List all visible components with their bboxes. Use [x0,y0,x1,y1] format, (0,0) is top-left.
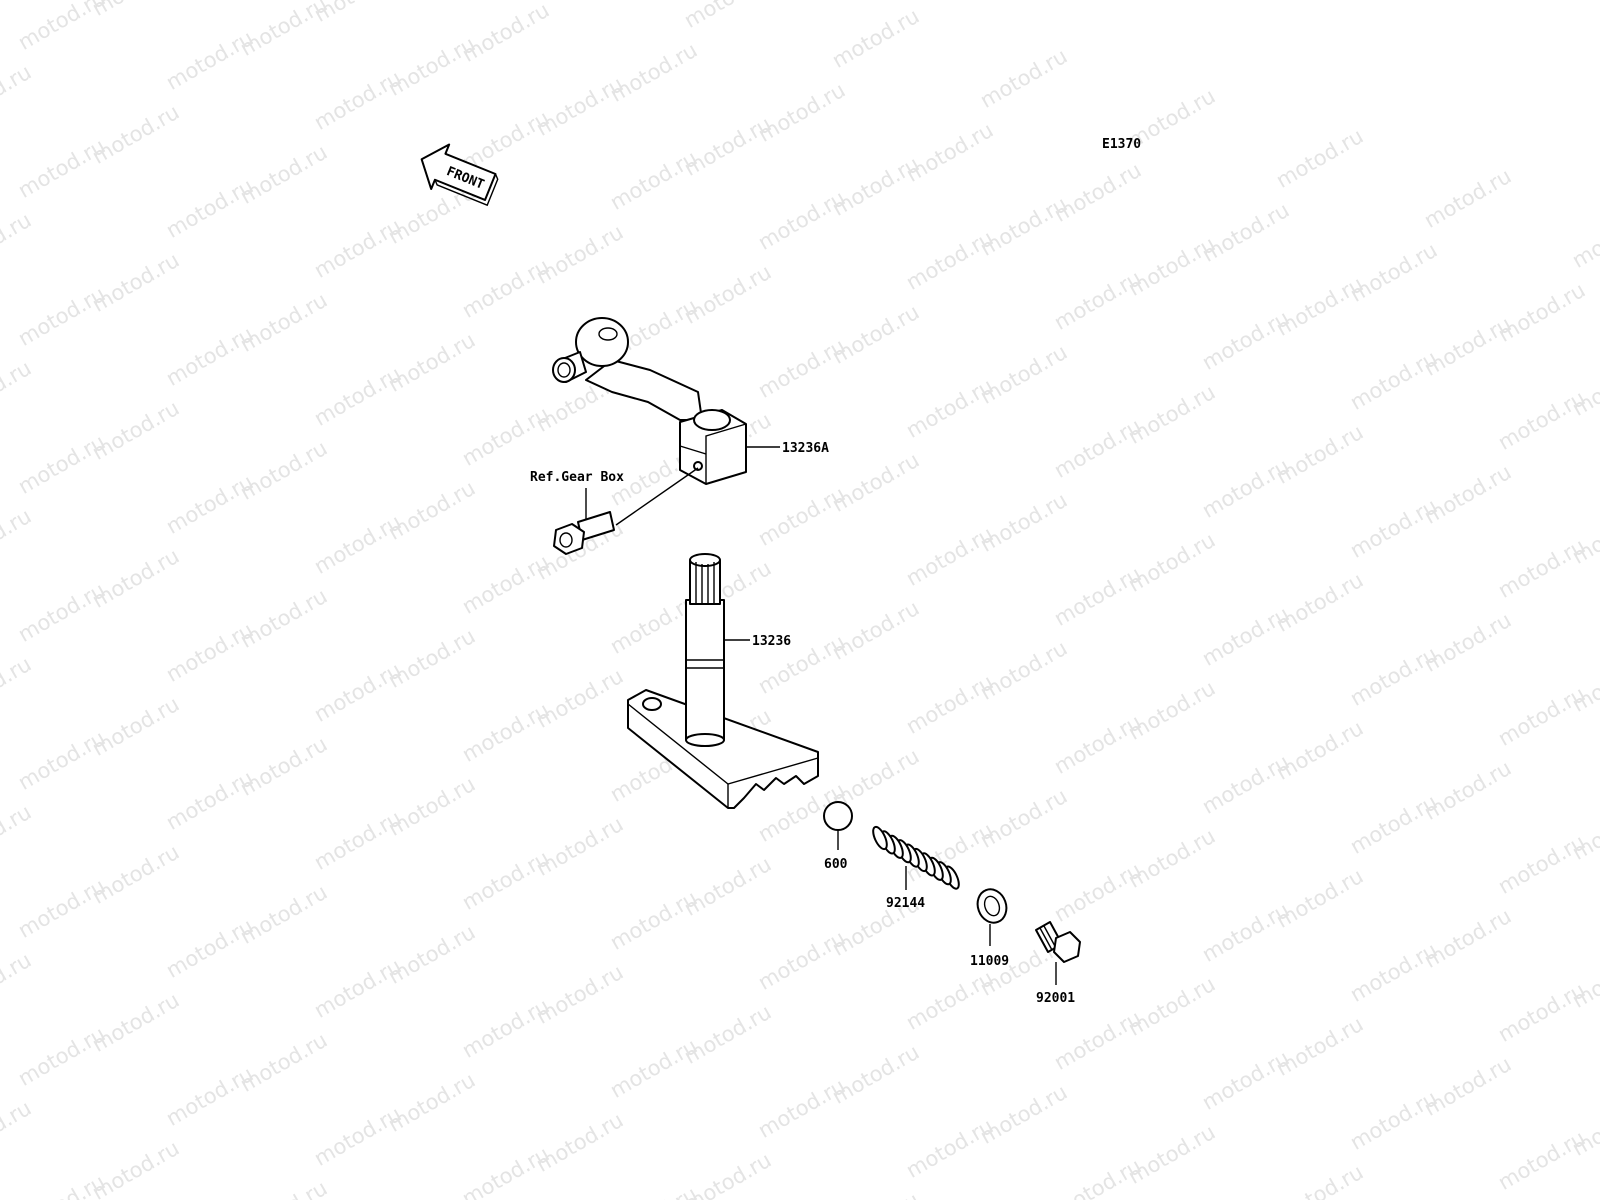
ball-part: 600 [823,801,853,872]
label-13236a: 13236A [782,441,829,456]
gear-box-bolt-part: Ref.Gear Box [530,467,699,555]
washer-part: 11009 [970,888,1009,969]
diagram-code: E1370 [1102,137,1141,152]
shift-shaft-part: 13236 [627,553,819,809]
shift-lever-part: 13236A [552,317,829,485]
label-92001: 92001 [1036,991,1075,1006]
label-92144: 92144 [886,896,925,911]
plug-part: 92001 [1035,921,1081,1006]
label-ref-gear-box: Ref.Gear Box [530,470,624,485]
label-600: 600 [824,857,848,872]
spring-part: 92144 [872,825,960,911]
spring-coil [872,825,888,851]
label-13236: 13236 [752,634,791,649]
front-arrow-icon: FRONT [420,143,499,207]
label-11009: 11009 [970,954,1009,969]
